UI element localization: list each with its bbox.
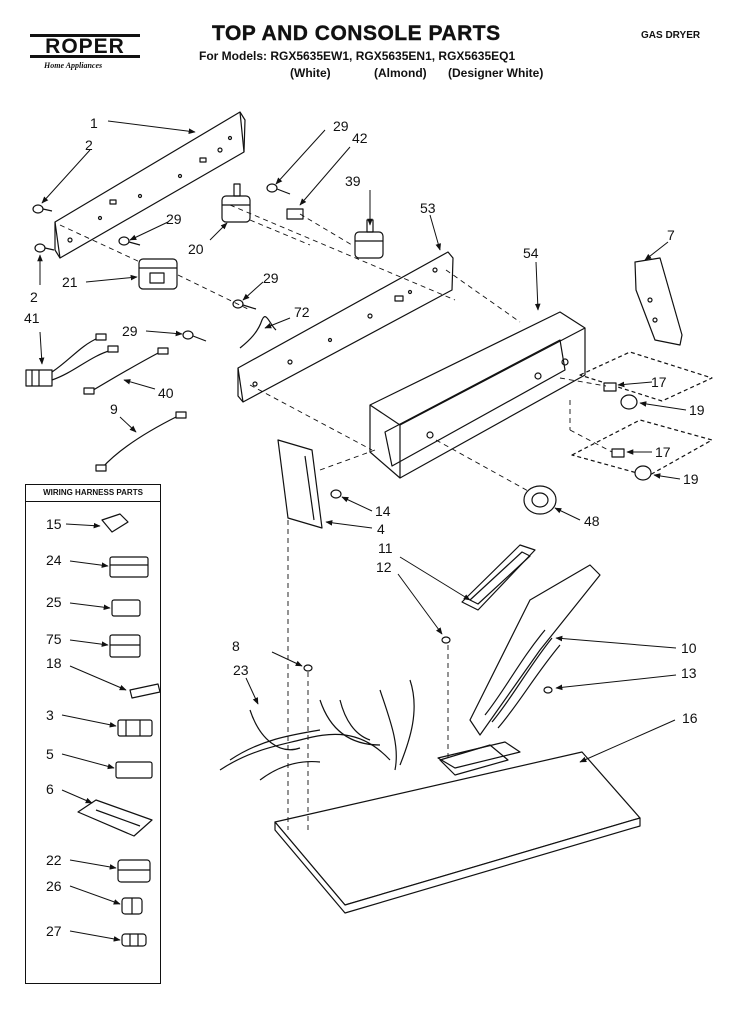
color-white: (White) (290, 66, 331, 80)
assembly-lead-lines (59, 204, 613, 830)
callout-29-top: 29 (333, 118, 349, 134)
screw-29-left (118, 236, 141, 246)
harness-leader-arrows (61, 522, 127, 942)
callout-13: 13 (681, 665, 697, 681)
callout-9: 9 (110, 401, 118, 417)
screw-29-bracket (182, 330, 207, 342)
wire-9 (101, 415, 179, 469)
screw-2-upper (32, 204, 53, 214)
callout-29-bracket: 29 (122, 323, 138, 339)
screw-14 (330, 489, 342, 499)
jumper-wire-72 (239, 316, 277, 349)
callout-3: 3 (46, 707, 54, 723)
knob-19-bottom (634, 465, 652, 481)
callout-5: 5 (46, 746, 54, 762)
callout-7: 7 (667, 227, 675, 243)
screw-2-lower (34, 243, 55, 253)
callout-2-bottom: 2 (30, 289, 38, 305)
rocker-17-bottom (611, 448, 625, 458)
callout-20: 20 (188, 241, 204, 257)
callout-4: 4 (377, 521, 385, 537)
screw-13 (543, 686, 553, 694)
side-bracket-4 (277, 439, 323, 529)
harness-parts-icons (77, 513, 161, 947)
callout-labels: 1 2 2 29 42 39 53 29 20 21 29 72 29 41 4… (24, 115, 705, 939)
control-bracket-53 (237, 251, 454, 403)
callout-17-bottom: 17 (655, 444, 671, 460)
callout-1: 1 (90, 115, 98, 131)
brand-logo-box: ROPER (30, 34, 140, 58)
callout-26: 26 (46, 878, 62, 894)
callout-40: 40 (158, 385, 174, 401)
callout-39: 39 (345, 173, 361, 189)
document-type: GAS DRYER (641, 30, 701, 41)
console-54 (369, 311, 586, 479)
callout-54: 54 (523, 245, 539, 261)
switch-detail-bottom (571, 419, 713, 477)
callout-22: 22 (46, 852, 62, 868)
wiring-harness-panel: WIRING HARNESS PARTS (25, 484, 161, 984)
callout-27: 27 (46, 923, 62, 939)
callout-75: 75 (46, 631, 62, 647)
wire-40 (89, 351, 161, 393)
clip-42 (286, 208, 304, 220)
switch-21 (138, 258, 178, 290)
main-wiring-harness-23 (219, 679, 415, 781)
callout-21: 21 (62, 274, 78, 290)
screw-29-top (266, 183, 291, 195)
color-designer-white: (Designer White) (448, 66, 544, 80)
callout-6: 6 (46, 781, 54, 797)
callout-15: 15 (46, 516, 62, 532)
callout-12: 12 (376, 559, 392, 575)
callout-25: 25 (46, 594, 62, 610)
callout-14: 14 (375, 503, 391, 519)
knob-19-top (620, 394, 638, 410)
callout-2-top: 2 (85, 137, 93, 153)
rear-panel-bracket (54, 111, 246, 259)
panel-11 (461, 544, 536, 611)
color-almond: (Almond) (374, 66, 427, 80)
brand-name: ROPER (45, 34, 125, 58)
callout-72: 72 (294, 304, 310, 320)
callout-19-bottom: 19 (683, 471, 699, 487)
callout-24: 24 (46, 552, 62, 568)
leader-arrows (37, 120, 687, 763)
callout-11: 11 (378, 540, 393, 556)
knob-48 (523, 485, 557, 515)
callout-29-left: 29 (166, 211, 182, 227)
callout-29-mid: 29 (263, 270, 279, 286)
callout-8: 8 (232, 638, 240, 654)
callout-19-top: 19 (689, 402, 705, 418)
relay-39 (354, 219, 384, 259)
callout-23: 23 (233, 662, 249, 678)
clip-8 (303, 664, 313, 672)
switch-detail-top (579, 351, 713, 402)
model-list: For Models: RGX5635EW1, RGX5635EN1, RGX5… (199, 49, 516, 63)
brand-tagline: Home Appliances (44, 61, 103, 70)
timer-20 (221, 183, 251, 223)
screw-12 (441, 636, 451, 644)
callout-53: 53 (420, 200, 436, 216)
callout-17-top: 17 (651, 374, 667, 390)
callout-41: 41 (24, 310, 40, 326)
harness-41 (25, 333, 119, 387)
callout-42: 42 (352, 130, 368, 146)
cover-10 (469, 564, 601, 736)
callout-10: 10 (681, 640, 697, 656)
top-panel-16 (274, 741, 641, 914)
end-cap-7 (634, 257, 683, 346)
wiring-harness-title: WIRING HARNESS PARTS (26, 485, 160, 502)
page-title: TOP AND CONSOLE PARTS (212, 22, 501, 45)
callout-48: 48 (584, 513, 600, 529)
rocker-17-top (603, 382, 617, 392)
brand-logo: ROPER Home Appliances (30, 34, 142, 74)
callout-18: 18 (46, 655, 62, 671)
callout-16: 16 (682, 710, 698, 726)
